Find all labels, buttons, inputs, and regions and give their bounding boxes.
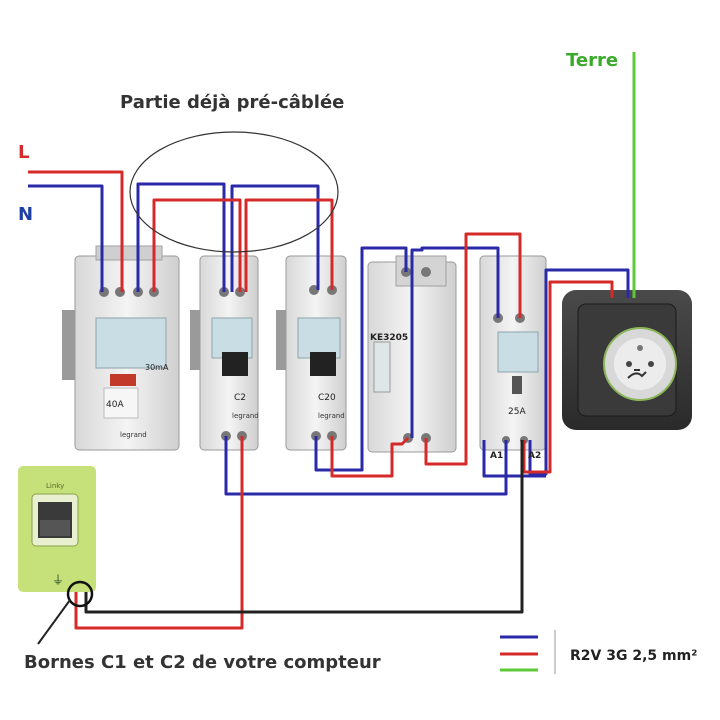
- neutral-wire-meter-out: [410, 246, 500, 438]
- precabled-title: Partie déjà pré-câblée: [120, 92, 344, 113]
- circuit-breaker-c20: C20 legrand: [276, 255, 347, 451]
- meter-model: KE3205: [370, 333, 408, 343]
- neutral-wire-a1-box: [482, 440, 546, 478]
- linky-meter: Linky ⏚: [18, 466, 96, 592]
- neutral-label: N: [18, 204, 33, 225]
- neutral-wire-precabled-2: [230, 184, 320, 292]
- earth-label: Terre: [566, 50, 618, 71]
- phase-wire-c1: [74, 436, 244, 630]
- c1-c2-terminal-highlight: [66, 580, 94, 608]
- neutral-wire-a1-loop: [224, 436, 508, 496]
- pilot-wire-c2: [84, 440, 524, 614]
- ev-plug-icon: [627, 369, 647, 379]
- phase-wire-precabled-1: [152, 198, 242, 292]
- terminal-a2: A2: [528, 451, 541, 461]
- differential-switch: 40A 30mA legrand: [62, 245, 180, 451]
- neutral-wire-precabled-1: [136, 182, 226, 292]
- differential-current-rating: 40A: [106, 400, 124, 410]
- differential-brand: legrand: [120, 431, 147, 439]
- earth-symbol-icon: ⏚: [52, 573, 64, 587]
- breaker-1-curve: C2: [234, 393, 246, 403]
- pointer-arrow: [37, 599, 71, 645]
- phase-wire-meter-out: [424, 232, 522, 466]
- cable-legend: R2V 3G 2,5 mm²: [500, 630, 697, 674]
- differential-sensitivity: 30mA: [145, 363, 169, 372]
- phase-wire-socket: [522, 280, 614, 474]
- contactor: 25A: [479, 255, 547, 451]
- socket-outlet: [562, 290, 692, 430]
- line-label: L: [18, 142, 29, 163]
- linky-brand: Linky: [46, 482, 64, 490]
- phase-wire-meter-in: [330, 436, 410, 478]
- breaker-2-curve: C20: [318, 393, 336, 403]
- precabled-ellipse: [129, 131, 339, 253]
- phase-wire-supply: [28, 170, 124, 292]
- terminal-a1: A1: [490, 451, 503, 461]
- phase-wire-precabled-2: [244, 198, 334, 292]
- neutral-wire-supply: [28, 184, 104, 292]
- breaker-1-brand: legrand: [232, 412, 259, 420]
- breaker-2-brand: legrand: [318, 412, 345, 420]
- neutral-wire-meter-in: [314, 246, 408, 472]
- bottom-note: Bornes C1 et C2 de votre compteur: [24, 652, 381, 673]
- legend-text: R2V 3G 2,5 mm²: [570, 648, 697, 664]
- contactor-rating: 25A: [508, 407, 526, 417]
- neutral-wire-socket: [528, 268, 630, 476]
